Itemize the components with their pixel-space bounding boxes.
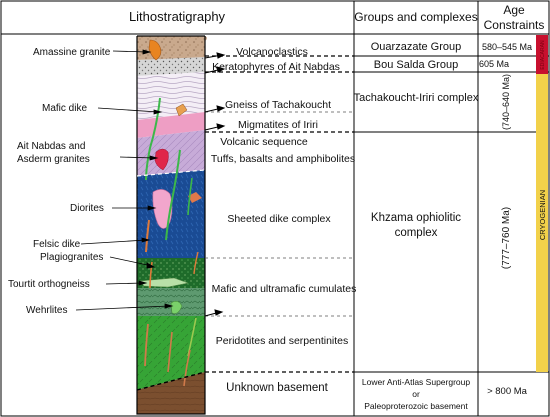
group-lower-3: Paleoproterozoic basement <box>364 401 468 411</box>
asderm-granite-body <box>154 148 169 171</box>
ediacaran-bar <box>536 35 548 74</box>
label-mafic-dike: Mafic dike <box>42 103 87 114</box>
unit-keratophyres: Keratophyres of Ait Nabdas <box>212 61 340 73</box>
amassine-granite-body <box>148 39 162 61</box>
felsic-dike-6 <box>193 251 199 275</box>
age-khzama: (777–760 Ma) <box>501 207 512 269</box>
label-tourtit: Tourtit orthogneiss <box>8 279 90 290</box>
layer-gneiss <box>137 72 205 120</box>
layer-peridotites <box>137 316 205 390</box>
unit-migmatites: Migmatites of Iriri <box>238 119 318 131</box>
age-bou-salda: 605 Ma <box>479 59 509 69</box>
contact-arrows <box>204 52 226 317</box>
minor-separators <box>205 111 354 317</box>
label-asderm: Asderm granites <box>17 154 90 165</box>
unit-basement: Unknown basement <box>226 382 328 394</box>
diorite-body <box>152 189 173 229</box>
label-diorites: Diorites <box>70 203 104 214</box>
label-ait-nabdas: Ait Nabdas and <box>17 141 85 152</box>
layer-basement <box>137 372 205 414</box>
tourtit-lens <box>139 277 189 288</box>
felsic-dike-1 <box>145 219 150 253</box>
age-tachakoucht: (740–640 Ma) <box>501 74 511 130</box>
unit-separators <box>205 55 354 373</box>
header-lithostratigraphy: Lithostratigraphy <box>129 9 226 24</box>
felsic-dike-2 <box>149 261 153 289</box>
label-amassine-granite: Amassine granite <box>33 47 111 58</box>
header-age-2: Constraints <box>484 18 545 32</box>
layer-keratophyres <box>137 57 205 76</box>
group-tachakoucht: Tachakoucht-Iriri complex <box>354 92 479 104</box>
mafic-dike-3 <box>187 177 193 216</box>
group-lower-2: or <box>412 389 420 399</box>
left-labels: Amassine granite Mafic dike Ait Nabdas a… <box>8 47 111 316</box>
felsic-dike-3 <box>144 323 149 367</box>
header-age-1: Age <box>503 3 525 17</box>
layer-tuffs <box>137 130 205 176</box>
felsic-dike-4 <box>167 331 173 373</box>
layer-volcanoclastics <box>137 36 207 60</box>
mafic-dike-2 <box>165 149 181 241</box>
unit-peridotites: Peridotites and serpentinites <box>216 335 349 347</box>
group-bou-salda: Bou Salda Group <box>374 59 458 71</box>
strat-column <box>136 35 207 415</box>
felsic-dike-5 <box>183 349 191 387</box>
unit-volcanoclastics: Volcanoclastics <box>236 46 308 58</box>
header-groups: Groups and complexes <box>354 10 477 24</box>
label-wehrlites: Wehrlites <box>26 305 68 316</box>
leader-lines <box>75 49 174 311</box>
age-column: 580–545 Ma 605 Ma (740–640 Ma) (777–760 … <box>478 35 549 397</box>
unit-cumulates: Mafic and ultramafic cumulates <box>212 283 357 295</box>
unit-tuffs: Tuffs, basalts and amphibolites <box>211 153 355 165</box>
period-cryogenian: CRYOGENIAN <box>538 190 547 240</box>
label-plagiogranites: Plagiogranites <box>40 252 103 263</box>
unit-volcanic-sequence: Volcanic sequence <box>220 136 308 148</box>
groups-column: Ouarzazate Group Bou Salda Group Tachako… <box>354 41 479 411</box>
unit-labels: Volcanoclastics Keratophyres of Ait Nabd… <box>211 46 356 394</box>
small-intrusion <box>175 103 188 117</box>
mafic-dike-1 <box>145 97 161 181</box>
layer-cumulates-light <box>137 288 205 316</box>
group-ouarzazate: Ouarzazate Group <box>371 41 462 53</box>
small-felsic-body <box>188 192 202 203</box>
unit-gneiss: Gneiss of Tachakoucht <box>225 99 331 111</box>
group-lower-1: Lower Anti-Atlas Supergroup <box>362 377 470 387</box>
group-khzama-1: Khzama ophiolitic <box>371 212 461 224</box>
age-basement: > 800 Ma <box>487 386 528 397</box>
age-ouarzazate: 580–545 Ma <box>482 42 532 52</box>
period-ediacaran: EDIACARAN <box>540 40 546 70</box>
label-felsic-dike: Felsic dike <box>33 239 81 250</box>
unit-sheeted-dikes: Sheeted dike complex <box>227 213 331 225</box>
wehrlite-body <box>170 300 183 314</box>
cryogenian-bar <box>536 74 548 372</box>
group-khzama-2: complex <box>395 227 438 239</box>
